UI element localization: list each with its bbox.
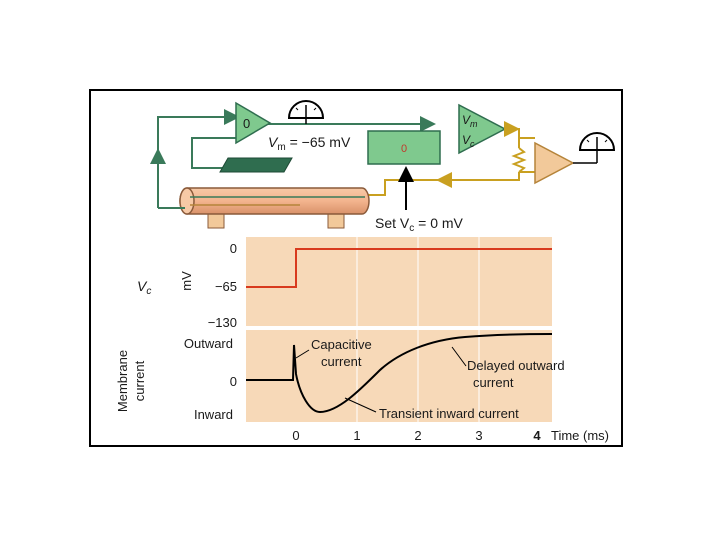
amplifier-1-label: 0 <box>243 116 250 131</box>
vc-row-label: Vc <box>137 278 151 297</box>
time-tick-1: 1 <box>353 428 360 443</box>
time-axis-label: Time (ms) <box>551 428 609 443</box>
time-tick-3: 3 <box>475 428 482 443</box>
gold-current-wires <box>365 121 535 196</box>
mv-axis-label: mV <box>179 271 194 291</box>
ammeter-icon <box>573 132 616 164</box>
amplifier-2-input-vm: Vm <box>462 113 478 129</box>
amplifier-1: 0 <box>235 101 272 145</box>
voltage-tick-0: 0 <box>230 241 237 256</box>
green-feedback-wires <box>150 109 436 208</box>
time-axis: 0 1 2 3 4 Time (ms) <box>292 428 609 443</box>
voltage-panel-bg <box>246 237 552 326</box>
transient-pointer <box>344 397 377 413</box>
capacitive-pointer <box>295 349 310 359</box>
time-tick-0: 0 <box>292 428 299 443</box>
membrane-axis-label-1: Membrane <box>115 350 130 412</box>
delayed-pointer <box>451 346 467 367</box>
delayed-label-1: Delayed outward <box>467 358 565 373</box>
amplifier-2: Vm Vc <box>458 103 507 155</box>
capacitive-label-1: Capacitive <box>311 337 372 352</box>
electrode-plate <box>219 157 293 173</box>
voltmeter-1-icon <box>287 100 325 124</box>
current-grid <box>356 330 480 422</box>
voltage-tick-minus65: −65 <box>215 279 237 294</box>
current-tick-zero: 0 <box>230 374 237 389</box>
amplifier-2-input-vc: Vc <box>462 133 475 149</box>
time-tick-4: 4 <box>533 428 541 443</box>
circuit: 0 Vm = −65 mV 0 Vm Vc <box>150 100 616 234</box>
current-tick-outward: Outward <box>184 336 233 351</box>
current-tick-inward: Inward <box>194 407 233 422</box>
comparator-box: 0 <box>367 130 441 165</box>
voltage-panel: Vc mV 0 −65 −130 <box>137 237 552 330</box>
current-panel: Capacitive current Delayed outward curre… <box>115 330 565 422</box>
voltage-tick-minus130: −130 <box>208 315 237 330</box>
amplifier-3 <box>534 141 575 185</box>
time-tick-2: 2 <box>414 428 421 443</box>
vm-label: Vm = −65 mV <box>268 134 351 153</box>
command-voltage-trace <box>246 248 552 288</box>
transient-label: Transient inward current <box>379 406 519 421</box>
delayed-label-2: current <box>473 375 514 390</box>
voltage-grid <box>356 237 480 326</box>
comparator-box-value: 0 <box>401 143 407 155</box>
membrane-current-trace <box>246 333 553 414</box>
membrane-axis-label-2: current <box>132 360 147 401</box>
set-vc-label: Set Vc = 0 mV <box>375 215 464 234</box>
axon <box>158 187 370 229</box>
capacitive-label-2: current <box>321 354 362 369</box>
